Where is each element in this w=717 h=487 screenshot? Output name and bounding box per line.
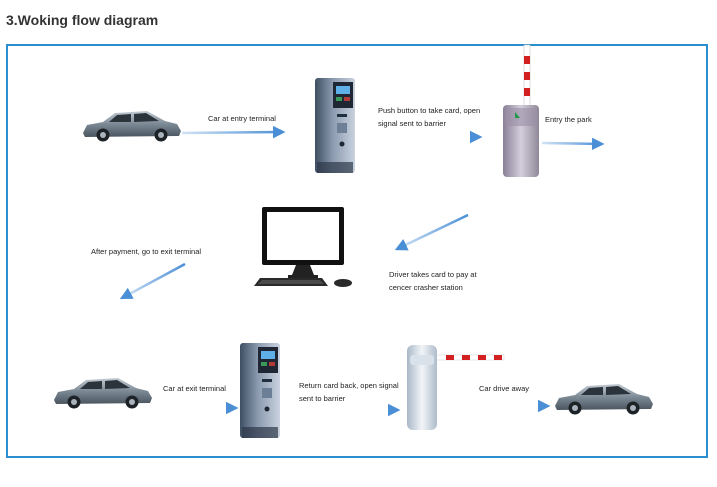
- ticket-dispenser-icon: [240, 343, 280, 438]
- label-car-drive-away: Car drive away: [479, 384, 530, 393]
- flow-arrow: [119, 262, 186, 300]
- car-icon: [83, 111, 181, 142]
- label-push-button: Push button to take card, open signal se…: [378, 106, 481, 128]
- computer-icon: [262, 207, 344, 278]
- car-icon: [54, 378, 152, 409]
- flow-arrow: [394, 213, 469, 251]
- label-after-payment: After payment, go to exit terminal: [91, 247, 202, 256]
- label-car-at-entry-terminal: Car at entry terminal: [208, 114, 276, 123]
- keyboard-icon: [254, 278, 328, 286]
- label-driver-takes-card: Driver takes card to pay at cencer crash…: [389, 270, 477, 292]
- car-icon: [555, 384, 653, 415]
- label-car-at-exit-terminal: Car at exit terminal: [163, 384, 226, 393]
- flow-arrow: [541, 137, 605, 151]
- barrier-gate-icon: [407, 345, 505, 430]
- flow-arrow: [181, 125, 286, 139]
- label-entry-the-park: Entry the park: [545, 115, 592, 124]
- page-title: 3.Woking flow diagram: [6, 12, 159, 28]
- ticket-dispenser-icon: [315, 78, 355, 173]
- mouse-icon: [334, 279, 352, 287]
- barrier-gate-icon: [503, 44, 539, 177]
- label-return-card-back: Return card back, open signal sent to ba…: [299, 381, 399, 403]
